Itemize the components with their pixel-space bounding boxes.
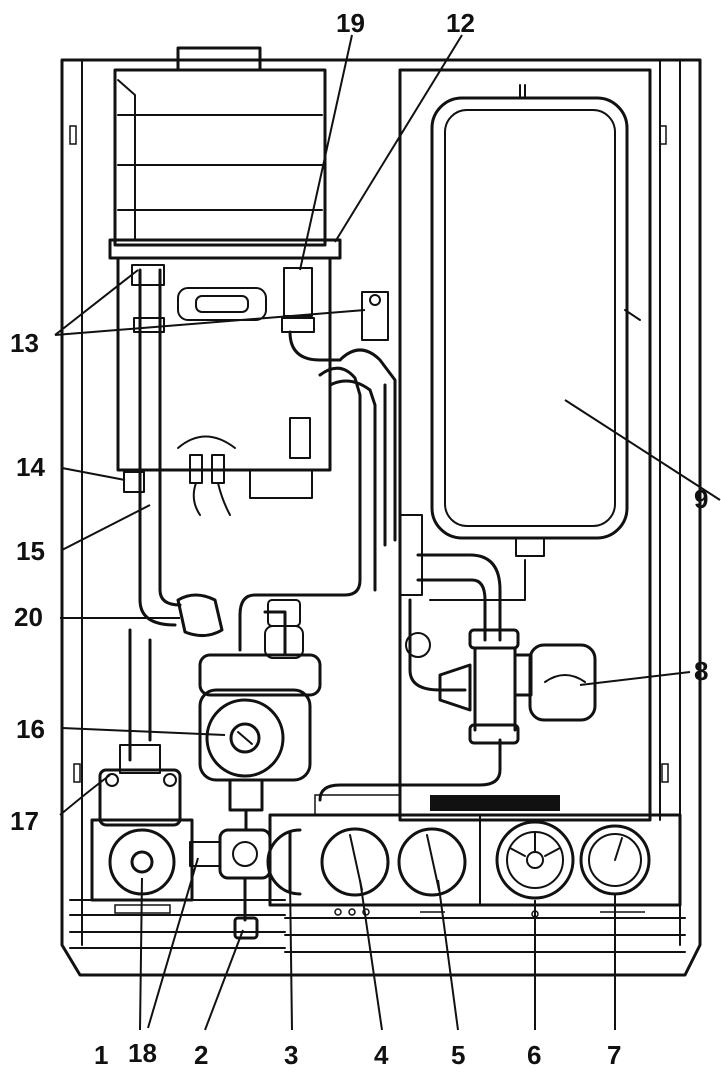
- callout-12: 12: [446, 8, 475, 38]
- callout-13: 13: [10, 328, 39, 358]
- callout-18: 18: [128, 1038, 157, 1068]
- right-valve-pipes: [318, 553, 526, 802]
- callout-17: 17: [10, 806, 39, 836]
- callout-3: 3: [284, 1040, 298, 1070]
- filling-tap: [189, 808, 272, 940]
- callout-19: 19: [336, 8, 365, 38]
- upper-fittings: [281, 267, 389, 362]
- callout-2: 2: [194, 1040, 208, 1070]
- callout-20: 20: [14, 602, 43, 632]
- leader-lines: [54, 34, 721, 1031]
- callout-16: 16: [16, 714, 45, 744]
- callout-14: 14: [16, 452, 45, 482]
- circulation-pump: [176, 593, 322, 812]
- callout-labels: 19 12 13 14 15 20 16 17 9 8 1 18 2 3 4 5…: [10, 8, 708, 1070]
- callout-8: 8: [694, 656, 708, 686]
- diverter-valve: [405, 628, 597, 745]
- callout-9: 9: [694, 484, 708, 514]
- callout-5: 5: [451, 1040, 465, 1070]
- callout-1: 1: [94, 1040, 108, 1070]
- callout-7: 7: [607, 1040, 621, 1070]
- heat-exchanger: [108, 68, 342, 472]
- expansion-vessel: [398, 68, 652, 822]
- callout-6: 6: [527, 1040, 541, 1070]
- gas-valve: [98, 744, 182, 827]
- left-pipes: [123, 264, 182, 762]
- control-panel: [266, 794, 682, 918]
- callout-15: 15: [16, 536, 45, 566]
- callout-4: 4: [374, 1040, 389, 1070]
- burner-electrodes: [177, 435, 313, 516]
